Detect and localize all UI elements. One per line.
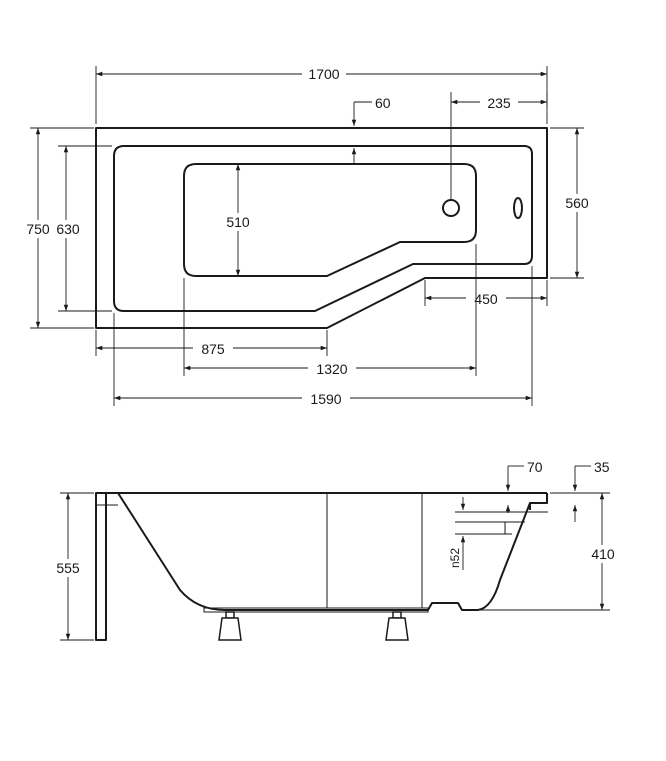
dim-wide-length: 875 bbox=[201, 341, 225, 357]
dim-drain-offset: 235 bbox=[487, 95, 511, 111]
left-foot bbox=[218, 611, 242, 641]
overflow-hole bbox=[513, 197, 523, 219]
dim-depth: 410 bbox=[591, 546, 615, 562]
inner-rim-outline bbox=[113, 145, 533, 312]
dim-narrow-width: 560 bbox=[565, 195, 589, 211]
dim-inner-length: 1590 bbox=[310, 391, 341, 407]
side-front-panel bbox=[95, 492, 107, 641]
dim-rim-70: 70 bbox=[527, 459, 543, 475]
dim-narrow-length: 450 bbox=[474, 291, 498, 307]
dim-rim-35: 35 bbox=[594, 459, 610, 475]
dim-total-length: 1700 bbox=[308, 66, 339, 82]
outer-rim-outline bbox=[95, 127, 548, 329]
dim-basin-length: 1320 bbox=[316, 361, 347, 377]
drain-hole bbox=[442, 199, 460, 217]
dim-inner-width: 630 bbox=[56, 221, 80, 237]
basin-outline bbox=[183, 163, 477, 277]
side-view: 555 410 70 35 n52 bbox=[52, 459, 619, 641]
dim-overflow: n52 bbox=[448, 548, 462, 568]
side-tub-body bbox=[117, 492, 531, 611]
top-view: 1700 60 235 750 630 510 560 bbox=[24, 65, 593, 408]
dim-rim-offset: 60 bbox=[375, 95, 391, 111]
dim-total-width: 750 bbox=[26, 221, 50, 237]
dim-height: 555 bbox=[56, 560, 80, 576]
dim-basin-width: 510 bbox=[226, 214, 250, 230]
right-foot bbox=[385, 611, 409, 641]
